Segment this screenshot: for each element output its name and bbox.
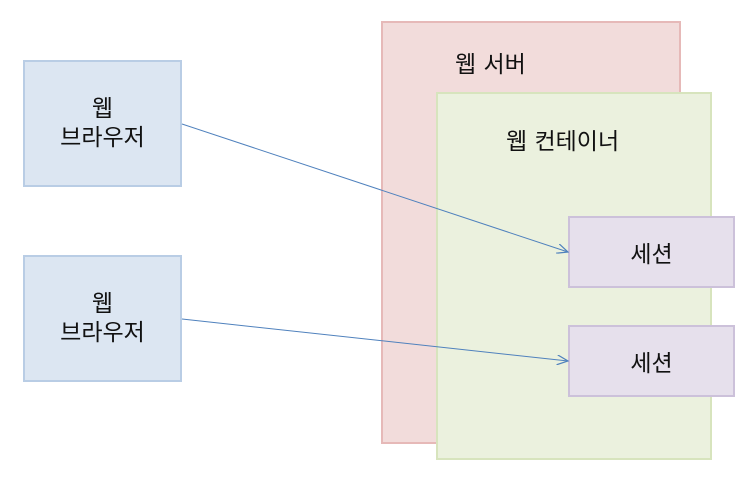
session-label: 세션 <box>630 351 673 377</box>
web-browser-label: 웹 브라우저 <box>60 290 145 346</box>
session-box-2: 세션 <box>568 325 735 397</box>
web-browser-label: 웹 브라우저 <box>60 95 145 151</box>
web-server-label: 웹 서버 <box>455 52 526 78</box>
web-container-label: 웹 컨테이너 <box>506 129 620 155</box>
web-browser-box-1: 웹 브라우저 <box>23 60 182 187</box>
session-label: 세션 <box>630 242 673 268</box>
session-box-1: 세션 <box>568 216 735 288</box>
web-browser-box-2: 웹 브라우저 <box>23 255 182 382</box>
